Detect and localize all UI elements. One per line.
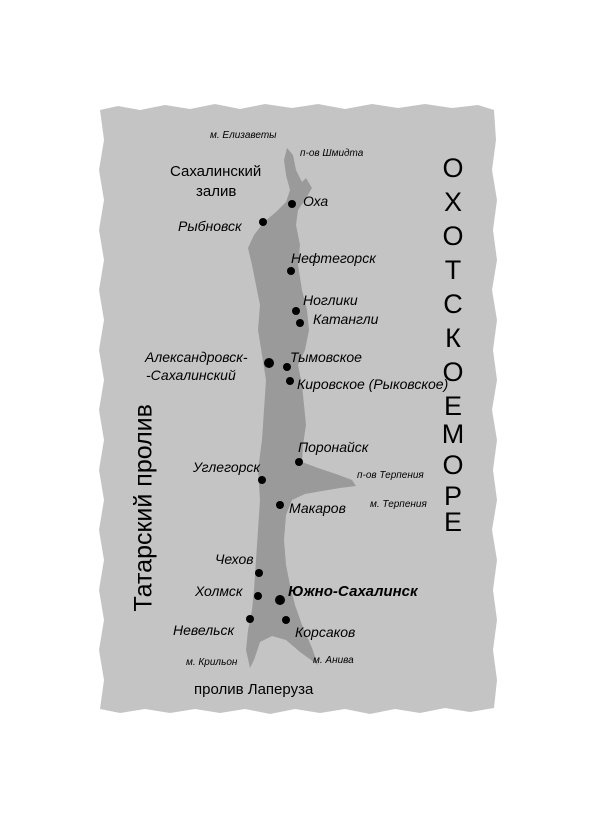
sea-letter: Т xyxy=(444,255,462,285)
label-city-tymovskoe: Тымовское xyxy=(290,349,362,365)
label-cape-elizavety: м. Елизаветы xyxy=(210,130,277,141)
label-city-aleksandrovsk-line2: -Сахалинский xyxy=(146,367,236,383)
sea-letter: О xyxy=(442,450,464,480)
label-city-rybnovsk: Рыбновск xyxy=(178,218,242,234)
label-cape-krilyon: м. Крильон xyxy=(186,657,238,668)
label-city-neftegorsk: Нефтегорск xyxy=(291,250,376,266)
marker-kholmsk xyxy=(254,592,262,600)
label-city-kirovskoe: Кировское (Рыковское) xyxy=(297,376,449,392)
marker-poronaysk xyxy=(295,458,303,466)
label-city-okha: Оха xyxy=(303,193,329,209)
label-city-nevelsk: Невельск xyxy=(173,622,235,638)
marker-korsakov xyxy=(282,616,290,624)
sea-letter: Р xyxy=(443,481,462,511)
sea-letter: М xyxy=(441,419,465,449)
label-sakhalin-bay-line2: залив xyxy=(196,183,237,200)
city-markers xyxy=(246,200,304,624)
label-city-chekhov: Чехов xyxy=(215,551,254,567)
sea-letter: К xyxy=(445,323,461,353)
marker-makarov xyxy=(276,501,284,509)
marker-chekhov xyxy=(255,569,263,577)
sakhalin-island xyxy=(246,148,356,668)
label-sakhalin-bay-line1: Сахалинский xyxy=(170,163,262,180)
marker-okha xyxy=(288,200,296,208)
marker-nogliki xyxy=(292,307,300,315)
marker-kirovskoe xyxy=(286,377,294,385)
sea-letter: С xyxy=(443,289,463,319)
label-cape-terpeniya: м. Терпения xyxy=(370,499,427,510)
marker-tymovskoe xyxy=(283,363,291,371)
marker-katangli xyxy=(296,319,304,327)
sea-letter: Е xyxy=(443,507,462,537)
sea-letter: О xyxy=(442,357,464,387)
label-tatar-strait: Татарский пролив xyxy=(129,404,158,612)
label-peninsula-shmidta: п-ов Шмидта xyxy=(300,148,364,159)
label-city-makarov: Макаров xyxy=(289,500,346,516)
label-city-katangli: Катангли xyxy=(313,311,379,327)
label-city-poronaysk: Поронайск xyxy=(298,439,369,455)
label-city-kholmsk: Холмск xyxy=(195,583,243,599)
marker-neftegorsk xyxy=(287,267,295,275)
label-laperuza-strait: пролив Лаперуза xyxy=(194,681,314,698)
sea-letter: О xyxy=(442,153,464,183)
marker-aleksandrovsk xyxy=(264,358,274,368)
marker-rybnovsk xyxy=(259,218,267,226)
label-city-korsakov: Корсаков xyxy=(295,624,356,640)
label-peninsula-terpeniya: п-ов Терпения xyxy=(357,470,424,481)
sea-letter: Х xyxy=(443,187,462,217)
marker-nevelsk xyxy=(246,615,254,623)
sea-letter: Е xyxy=(443,391,462,421)
label-cape-aniva: м. Анива xyxy=(313,655,354,666)
label-city-aleksandrovsk-line1: Александровск- xyxy=(145,349,248,365)
marker-yuzhno xyxy=(275,595,285,605)
label-city-yuzhno-sakhalinsk: Южно-Сахалинск xyxy=(288,583,418,600)
label-city-nogliki: Ноглики xyxy=(303,292,358,308)
marker-uglegorsk xyxy=(258,476,266,484)
sea-letter: О xyxy=(442,221,464,251)
label-city-uglegorsk: Углегорск xyxy=(193,459,260,475)
